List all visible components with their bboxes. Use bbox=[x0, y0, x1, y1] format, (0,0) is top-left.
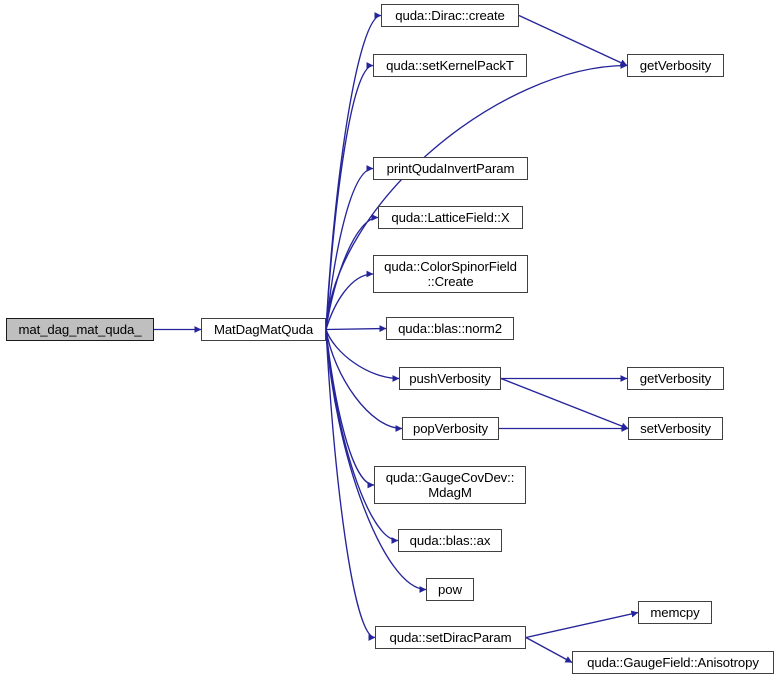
edge bbox=[500, 377, 629, 430]
node-memcpy[interactable]: memcpy bbox=[638, 601, 712, 624]
edge bbox=[325, 329, 376, 641]
edge bbox=[325, 165, 374, 330]
node-quda-setdiracparam[interactable]: quda::setDiracParam bbox=[375, 626, 526, 649]
node-label: quda::setDiracParam bbox=[389, 630, 512, 645]
node-pow[interactable]: pow bbox=[426, 578, 474, 601]
node-quda-gaugefield-anisotropy[interactable]: quda::GaugeField::Anisotropy bbox=[572, 651, 774, 674]
edge bbox=[325, 270, 374, 330]
node-getverbosity-top[interactable]: getVerbosity bbox=[627, 54, 724, 77]
node-label: memcpy bbox=[650, 605, 700, 620]
node-label: quda::blas::norm2 bbox=[398, 321, 502, 336]
node-popverbosity[interactable]: popVerbosity bbox=[402, 417, 499, 440]
node-pushverbosity[interactable]: pushVerbosity bbox=[399, 367, 501, 390]
node-label: quda::LatticeField::X bbox=[391, 210, 510, 225]
edge bbox=[325, 214, 379, 330]
node-label: quda::GaugeField::Anisotropy bbox=[587, 655, 759, 670]
edge bbox=[325, 329, 375, 489]
node-label: getVerbosity bbox=[639, 58, 712, 73]
node-quda-setkernelpackt[interactable]: quda::setKernelPackT bbox=[373, 54, 527, 77]
node-label: quda::blas::ax bbox=[409, 533, 491, 548]
node-label: MatDagMatQuda bbox=[213, 322, 314, 337]
node-label: setVerbosity bbox=[640, 421, 711, 436]
node-mat-dag-mat-quda[interactable]: mat_dag_mat_quda_ bbox=[6, 318, 154, 341]
edge bbox=[325, 329, 403, 432]
edge bbox=[325, 329, 399, 544]
node-label: popVerbosity bbox=[412, 421, 489, 436]
node-label: quda::GaugeCovDev:: MdagM bbox=[385, 470, 515, 500]
node-matdagmatquda[interactable]: MatDagMatQuda bbox=[201, 318, 326, 341]
node-label: quda::Dirac::create bbox=[395, 8, 505, 23]
edge bbox=[525, 610, 639, 639]
node-printqudainvertparam[interactable]: printQudaInvertParam bbox=[373, 157, 528, 180]
node-quda-latticefield-x[interactable]: quda::LatticeField::X bbox=[378, 206, 523, 229]
node-quda-gaugecovdev-mdagm[interactable]: quda::GaugeCovDev:: MdagM bbox=[374, 466, 526, 504]
edge bbox=[325, 325, 387, 333]
node-label: getVerbosity bbox=[639, 371, 712, 386]
node-label: mat_dag_mat_quda_ bbox=[18, 322, 142, 337]
node-label: quda::ColorSpinorField ::Create bbox=[384, 259, 517, 289]
node-getverbosity-mid[interactable]: getVerbosity bbox=[627, 367, 724, 390]
node-quda-blas-norm2[interactable]: quda::blas::norm2 bbox=[386, 317, 514, 340]
node-quda-colorspinorfield-create[interactable]: quda::ColorSpinorField ::Create bbox=[373, 255, 528, 293]
node-label: pow bbox=[438, 582, 462, 597]
node-quda-blas-ax[interactable]: quda::blas::ax bbox=[398, 529, 502, 552]
node-setverbosity[interactable]: setVerbosity bbox=[628, 417, 723, 440]
edge bbox=[518, 14, 628, 67]
node-label: pushVerbosity bbox=[409, 371, 491, 386]
node-label: printQudaInvertParam bbox=[386, 161, 515, 176]
node-quda-dirac-create[interactable]: quda::Dirac::create bbox=[381, 4, 519, 27]
node-label: quda::setKernelPackT bbox=[386, 58, 514, 73]
edge bbox=[325, 62, 374, 330]
edge bbox=[525, 636, 573, 664]
